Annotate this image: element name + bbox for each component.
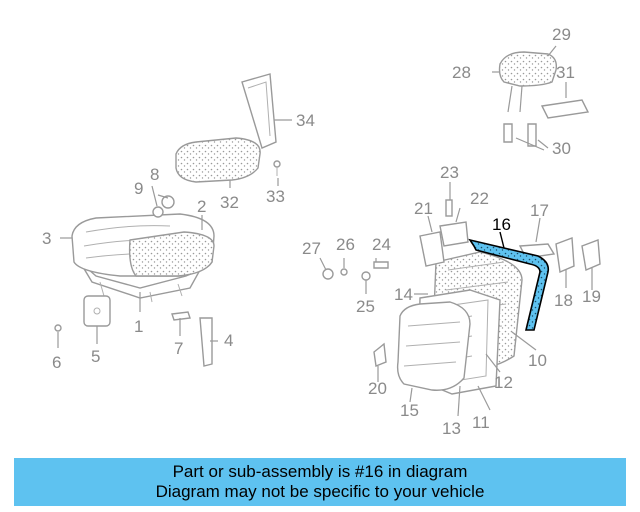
parts-diagram: 1 2 3 4 5 6 7 8 9 10 11 12 13 14 15 16 1… (42, 25, 601, 438)
cover-5 (83, 295, 111, 327)
guide-30a (503, 123, 513, 143)
seatback-pad-15 (396, 301, 471, 391)
seatback-assembly (319, 182, 601, 417)
bolt-26 (340, 268, 348, 276)
banner-line-2: Diagram may not be specific to your vehi… (155, 482, 485, 501)
callout-22: 22 (470, 189, 489, 208)
callout-5: 5 (91, 347, 100, 366)
armrest (175, 137, 261, 183)
callout-34: 34 (296, 111, 315, 130)
bracket-18 (555, 237, 575, 274)
clip-20 (373, 342, 387, 367)
latch-22 (439, 221, 469, 247)
callout-30: 30 (552, 139, 571, 158)
pin-7 (171, 311, 191, 321)
callout-32: 32 (220, 193, 239, 212)
callout-17: 17 (530, 201, 549, 220)
callout-23: 23 (440, 163, 459, 182)
callout-20: 20 (368, 379, 387, 398)
callout-10: 10 (528, 351, 547, 370)
callout-33: 33 (266, 187, 285, 206)
callout-11: 11 (472, 413, 490, 432)
callout-3: 3 (42, 229, 51, 248)
callout-21: 21 (414, 199, 433, 218)
bushing-27 (322, 268, 334, 280)
callout-31: 31 (556, 63, 575, 82)
nut-8 (161, 195, 175, 209)
callout-1: 1 (134, 317, 143, 336)
guide-31 (540, 99, 590, 119)
callout-18: 18 (554, 291, 573, 310)
nut-25 (361, 271, 371, 281)
bracket-19 (581, 239, 601, 271)
callout-26: 26 (336, 235, 355, 254)
info-banner: Part or sub-assembly is #16 in diagram D… (14, 458, 626, 506)
banner-line-1: Part or sub-assembly is #16 in diagram (172, 462, 468, 481)
clip-9 (152, 206, 164, 218)
cushion-cover (128, 231, 215, 277)
callout-6: 6 (52, 353, 61, 372)
callout-15: 15 (400, 401, 419, 420)
headrest-assembly (492, 45, 590, 151)
callout-29: 29 (552, 25, 571, 44)
callout-7: 7 (174, 339, 183, 358)
callout-13: 13 (442, 419, 461, 438)
callout-4: 4 (224, 331, 233, 350)
latch-21 (419, 231, 445, 267)
callout-9: 9 (134, 179, 143, 198)
callout-16: 16 (492, 215, 511, 234)
callout-19: 19 (582, 287, 601, 306)
callout-27: 27 (302, 239, 321, 258)
callout-2: 2 (197, 197, 206, 216)
seat-cushion-assembly (54, 73, 292, 367)
callout-28: 28 (452, 63, 471, 82)
callout-labels: 1 2 3 4 5 6 7 8 9 10 11 12 13 14 15 16 1… (42, 25, 601, 438)
callout-8: 8 (150, 165, 159, 184)
headrest (498, 51, 558, 87)
callout-14: 14 (394, 285, 413, 304)
guide-30b (527, 123, 537, 147)
highlighted-part-16 (468, 238, 550, 331)
rod-4 (199, 317, 213, 367)
screw-33 (273, 160, 281, 168)
back-panel (241, 73, 277, 149)
bolt-23 (445, 199, 453, 217)
callout-24: 24 (372, 235, 391, 254)
pin-24 (373, 261, 389, 269)
callout-12: 12 (494, 373, 513, 392)
callout-25: 25 (356, 297, 375, 316)
clip-6 (54, 324, 62, 332)
